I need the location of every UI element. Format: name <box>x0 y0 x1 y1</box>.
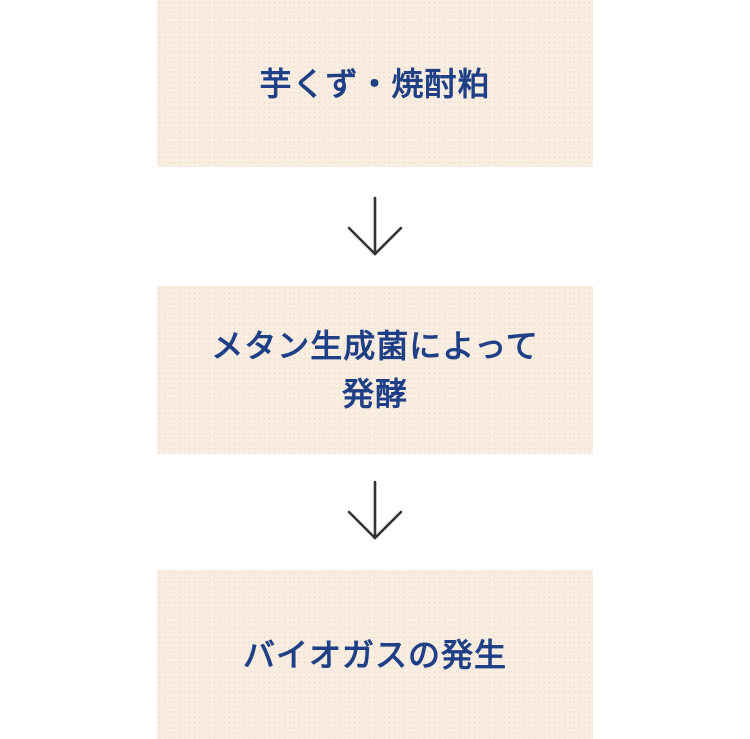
arrow-down-icon <box>347 480 403 540</box>
step-label-biogas: バイオガスの発生 <box>243 631 507 679</box>
step-box-raw-material: 芋くず・焼酎粕 <box>157 0 593 167</box>
step-label-line: メタン生成菌によって <box>211 327 539 365</box>
step-label-line: バイオガスの発生 <box>242 635 507 674</box>
step-box-fermentation: メタン生成菌によって 発酵 <box>157 286 593 454</box>
step-label-line: 発酵 <box>341 375 408 413</box>
step-label-line: 芋くず・焼酎粕 <box>259 64 491 103</box>
step-label-raw-material: 芋くず・焼酎粕 <box>259 60 490 108</box>
arrow-down-icon <box>347 196 403 256</box>
step-label-fermentation: メタン生成菌によって 発酵 <box>211 322 538 418</box>
step-box-biogas: バイオガスの発生 <box>157 570 593 739</box>
